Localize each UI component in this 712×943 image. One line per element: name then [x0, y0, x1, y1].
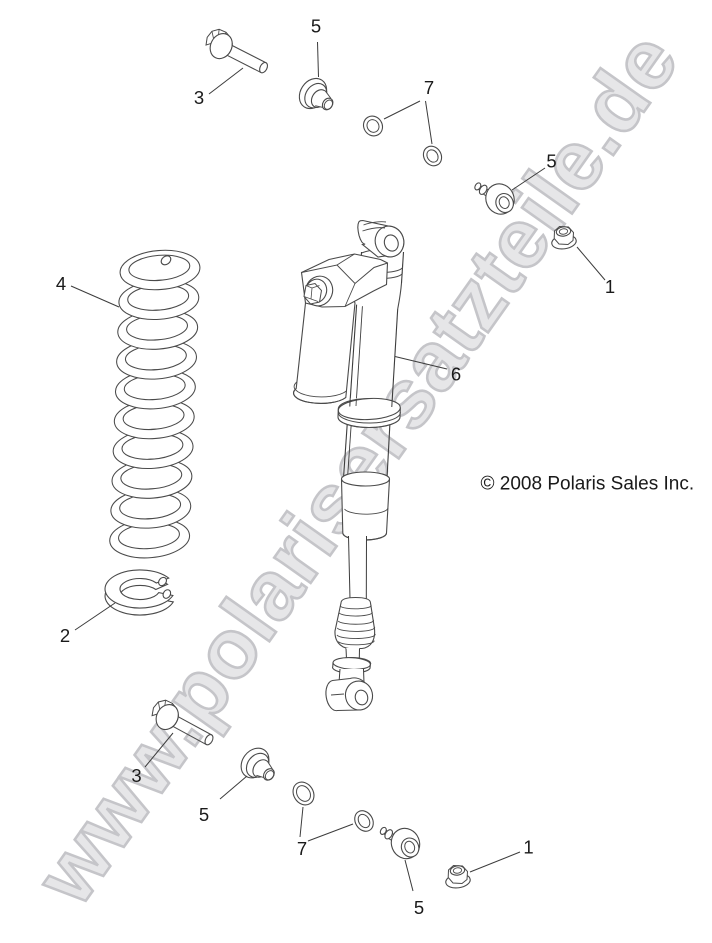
svg-text:© 2008 Polaris Sales Inc.: © 2008 Polaris Sales Inc. — [481, 474, 695, 495]
svg-text:3: 3 — [194, 87, 204, 108]
svg-text:1: 1 — [523, 837, 533, 858]
svg-text:5: 5 — [414, 897, 424, 918]
svg-text:7: 7 — [297, 838, 307, 859]
svg-text:1: 1 — [605, 276, 615, 297]
svg-text:3: 3 — [131, 765, 141, 786]
svg-text:5: 5 — [199, 804, 209, 825]
svg-text:2: 2 — [60, 625, 70, 646]
svg-text:4: 4 — [56, 273, 66, 294]
svg-text:5: 5 — [311, 15, 321, 36]
svg-text:7: 7 — [424, 77, 434, 98]
svg-text:5: 5 — [546, 151, 556, 172]
svg-text:6: 6 — [451, 364, 461, 385]
